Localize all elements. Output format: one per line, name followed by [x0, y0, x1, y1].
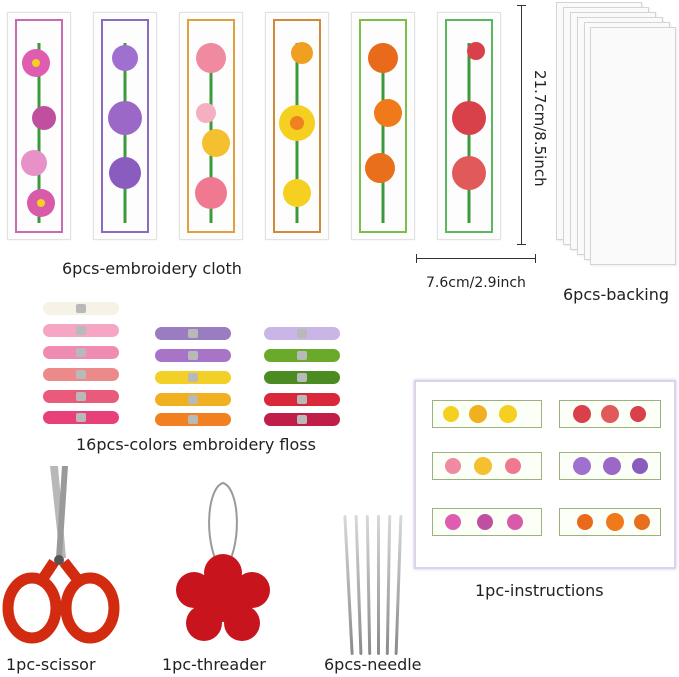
- pattern-row: [559, 452, 661, 480]
- cloth-label: 6pcs-embroidery cloth: [62, 259, 242, 278]
- floss-skein: [264, 349, 340, 362]
- flower-pattern: [21, 43, 56, 223]
- flower-pattern: [195, 43, 230, 223]
- flower-pattern: [108, 43, 142, 223]
- bookmark-frame: [273, 19, 321, 233]
- width-dimension-text: 7.6cm/2.9inch: [426, 275, 526, 291]
- width-dimension-line: [416, 258, 536, 259]
- height-dimension: 21.7cm/8.5inch: [531, 70, 551, 190]
- pattern-row: [559, 400, 661, 428]
- bookmark-cloth: [437, 12, 501, 240]
- height-dimension-line: [521, 5, 522, 245]
- needle-label: 6pcs-needle: [324, 655, 422, 674]
- pattern-row: [559, 508, 661, 536]
- floss-skein: [155, 413, 231, 426]
- needle: [377, 515, 380, 655]
- floss-skein: [155, 393, 231, 406]
- floss-label: 16pcs-colors embroidery floss: [76, 435, 316, 454]
- floss-skein: [43, 368, 119, 381]
- needle: [394, 514, 403, 656]
- dimension-tick: [517, 5, 526, 6]
- dimension-tick: [416, 254, 417, 263]
- floss-skein: [43, 411, 119, 424]
- flower-pattern: [452, 42, 486, 223]
- pattern-row: [432, 452, 542, 480]
- bookmark-cloth: [351, 12, 415, 240]
- threader-label: 1pc-threader: [162, 655, 266, 674]
- bookmark-frame: [101, 19, 149, 233]
- floss-skein: [264, 371, 340, 384]
- pattern-row: [432, 400, 542, 428]
- dimension-tick: [535, 254, 536, 263]
- flower-pattern: [279, 42, 315, 223]
- floss-skein: [43, 346, 119, 359]
- bookmark-frame: [359, 19, 407, 233]
- floss-skein: [155, 371, 231, 384]
- needle: [385, 514, 392, 656]
- height-dimension-text: 21.7cm/8.5inch: [531, 70, 549, 187]
- flower-pattern: [445, 514, 523, 530]
- scissor-icon: [2, 466, 120, 644]
- floss-skein: [155, 327, 231, 340]
- bookmark-cloth: [265, 12, 329, 240]
- floss-skein: [43, 324, 119, 337]
- floss-skein: [264, 327, 340, 340]
- bookmark-frame: [15, 19, 63, 233]
- backing-sheet: [590, 27, 676, 265]
- instructions-label: 1pc-instructions: [475, 581, 604, 600]
- flower-pattern: [573, 457, 648, 475]
- bookmark-frame: [445, 19, 493, 233]
- backing-label: 6pcs-backing: [563, 285, 670, 304]
- instructions-sheet: [414, 380, 676, 569]
- flower-pattern: [443, 405, 517, 423]
- floss-skein: [264, 393, 340, 406]
- needle: [354, 514, 363, 656]
- floss-skein: [43, 302, 119, 315]
- bookmark-frame: [187, 19, 235, 233]
- flower-pattern: [445, 457, 521, 475]
- flower-pattern: [577, 513, 650, 531]
- floss-skein: [43, 390, 119, 403]
- dimension-tick: [517, 244, 526, 245]
- bookmark-cloth: [93, 12, 157, 240]
- needle: [365, 514, 372, 656]
- needle: [343, 515, 354, 655]
- scissor-label: 1pc-scissor: [6, 655, 96, 674]
- bookmark-cloth: [7, 12, 71, 240]
- flower-pattern: [365, 43, 402, 223]
- pattern-row: [432, 508, 542, 536]
- bookmark-cloth: [179, 12, 243, 240]
- threader-icon: [176, 481, 270, 641]
- floss-skein: [155, 349, 231, 362]
- flower-pattern: [573, 405, 646, 423]
- floss-skein: [264, 413, 340, 426]
